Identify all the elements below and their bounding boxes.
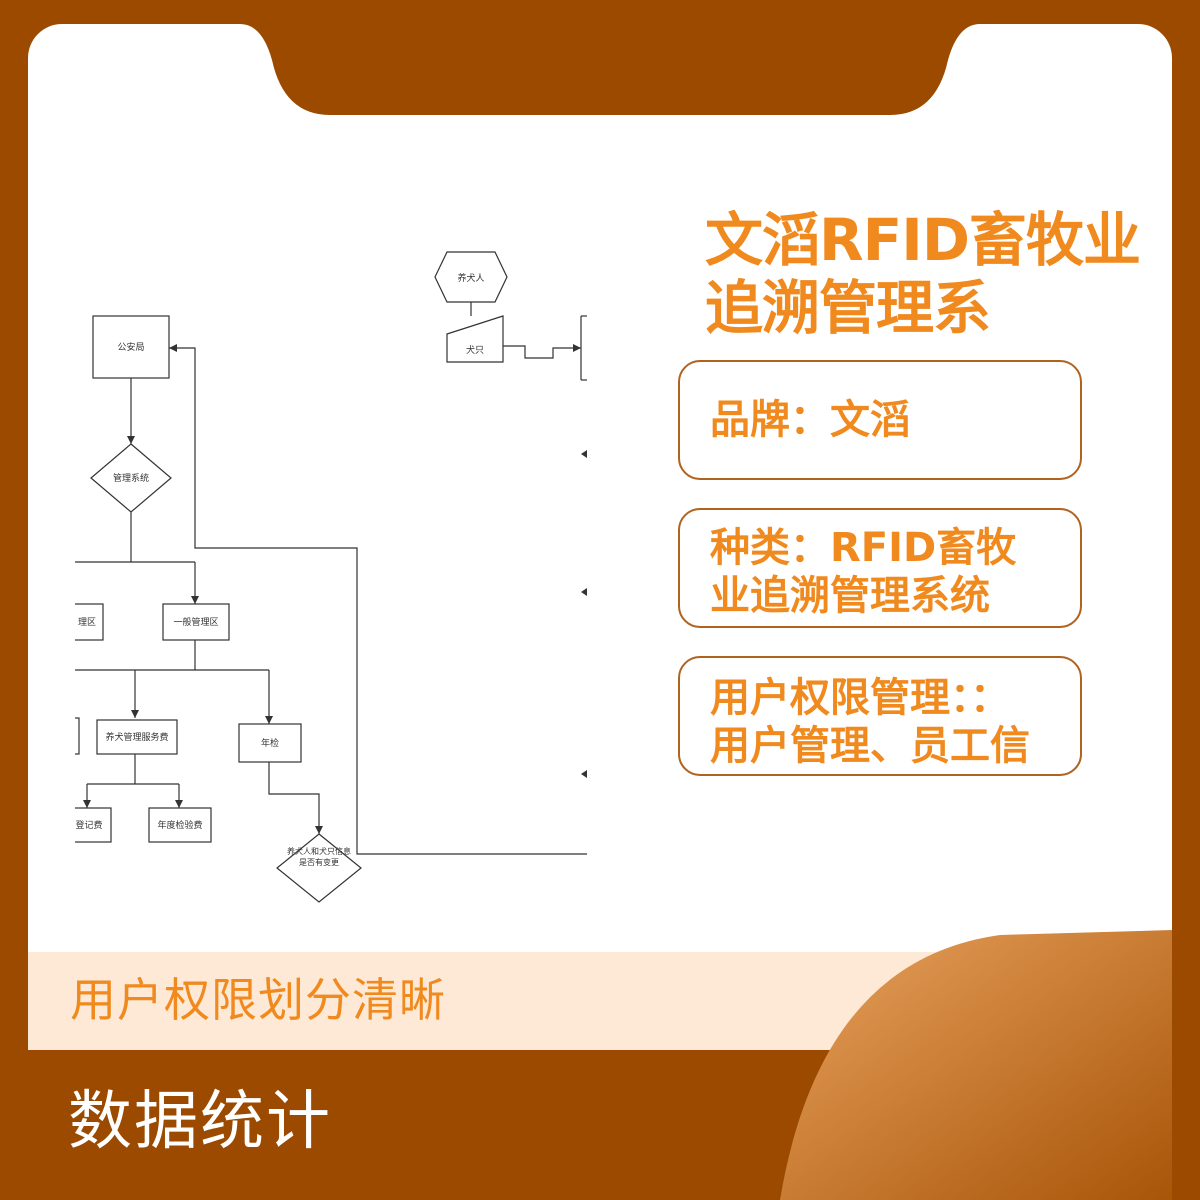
category-card: 种类：RFID畜牧 业追溯管理系统 [678, 508, 1082, 628]
reg-fee-label: 登记费 [75, 819, 102, 831]
product-title: 文滔RFID畜牧业追溯管理系 [705, 206, 1141, 342]
annual-check-label: 年检 [261, 737, 279, 749]
feature-band-text: 用户权限划分清晰 [70, 973, 446, 1027]
flowchart-diagram: 养犬人 犬只 公安局 管理系统 理区 一般管理区 养犬管理服务费 年检 登记费 … [75, 251, 587, 903]
permission-card: 用户权限管理：： 用户管理、员工信 [678, 656, 1082, 776]
service-fee-label: 养犬管理服务费 [105, 731, 168, 743]
general-zone-label: 一般管理区 [173, 616, 218, 628]
check-fee-label: 年度检验费 [157, 819, 202, 831]
decision-node [276, 833, 362, 903]
brand-card: 品牌：文滔 [678, 360, 1082, 480]
decision-label: 养犬人和犬只信息是否有变更 [287, 847, 351, 867]
police-node [92, 315, 170, 379]
general-zone-node [162, 603, 230, 641]
owner-node [434, 251, 508, 303]
top-tab-decoration [240, 24, 980, 115]
annual-check-node [238, 723, 302, 763]
bottom-band-text: 数据统计 [68, 1085, 332, 1159]
permission-card-text: 用户权限管理：： 用户管理、员工信 [710, 675, 1030, 769]
service-fee-node [96, 719, 178, 755]
zone-partial-node [75, 603, 104, 641]
reg-fee-node [75, 807, 112, 843]
system-label: 管理系统 [113, 472, 149, 484]
police-label: 公安局 [117, 341, 144, 353]
category-card-text: 种类：RFID畜牧 业追溯管理系统 [710, 525, 1017, 619]
zone-partial-label: 理区 [78, 617, 96, 628]
dog-label: 犬只 [466, 344, 484, 356]
dog-node [446, 315, 504, 363]
brand-card-text: 品牌：文滔 [710, 397, 910, 443]
check-fee-node [148, 807, 212, 843]
owner-label: 养犬人 [457, 272, 484, 284]
